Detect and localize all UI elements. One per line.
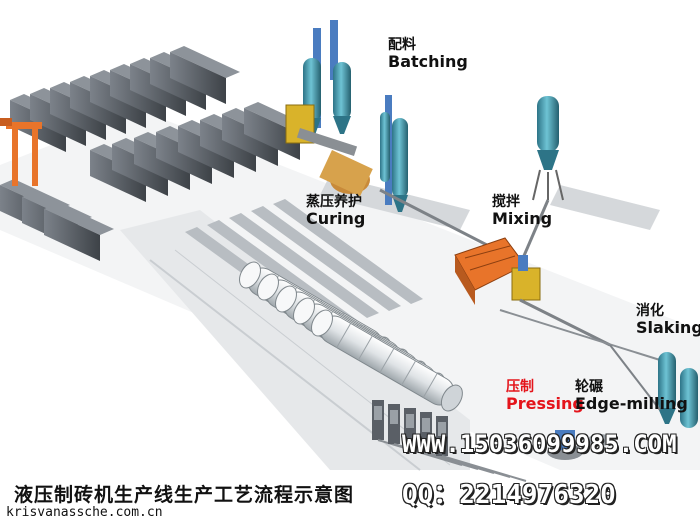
rack-side: [50, 88, 106, 140]
rack-side: [110, 70, 166, 122]
pressing-label: 压制 Pressing: [506, 379, 584, 414]
mixing-silo-tower: [379, 95, 521, 264]
autoclave-tube: [311, 309, 463, 412]
rack-side: [178, 126, 234, 178]
rack-top: [44, 203, 114, 235]
edge-milling-label: 轮碾 Edge-milling: [575, 379, 688, 414]
rack-side: [200, 120, 256, 172]
press-ram: [390, 410, 398, 424]
rack-side: [112, 144, 168, 196]
curing-label-cn: 蒸压养护: [306, 194, 362, 210]
mixing-label: 搅拌 Mixing: [492, 194, 553, 229]
autoclave-door: [311, 309, 333, 337]
kiln-car: [251, 206, 401, 311]
autoclave-ring: [379, 348, 395, 373]
slaking-label: 消化 Slaking: [636, 303, 700, 338]
brick-press-machines: [372, 400, 527, 482]
slaking-label-en: Slaking: [636, 318, 700, 338]
curing-label-en: Curing: [306, 209, 366, 229]
pressing-label-en: Pressing: [506, 394, 584, 414]
rack-side: [90, 150, 146, 202]
rack-side: [170, 52, 226, 104]
mixing-label-cn: 搅拌: [492, 194, 520, 210]
kiln-car: [229, 213, 379, 318]
batching-label-en: Batching: [388, 52, 468, 72]
qq-watermark: QQ：2214976320: [402, 480, 616, 510]
rack-side: [150, 58, 206, 110]
mixer-unit: [454, 237, 661, 361]
kiln-car: [273, 199, 423, 304]
autoclave-ring: [336, 323, 352, 348]
press-ram: [374, 406, 382, 420]
press-ram: [422, 418, 430, 432]
rack-side: [222, 114, 278, 166]
rack-side: [30, 94, 86, 146]
press-ram: [438, 422, 446, 436]
pressing-label-cn: 压制: [506, 379, 534, 395]
rack-side: [44, 209, 100, 261]
slaking-silo: [518, 96, 564, 266]
source-site-text: krisvanassche.com.cn: [6, 505, 163, 520]
batching-tower: [285, 20, 373, 197]
rack-side: [156, 132, 212, 184]
lime-silos: [609, 344, 698, 428]
rack-side: [244, 108, 300, 160]
autoclave-ring: [401, 360, 417, 386]
autoclaves: [239, 261, 463, 412]
autoclave-door: [275, 285, 297, 313]
gantry-crane: [0, 118, 42, 186]
slaking-label-cn: 消化: [636, 303, 664, 319]
curing-label: 蒸压养护 Curing: [306, 194, 366, 229]
batching-label: 配料 Batching: [388, 37, 468, 72]
rack-top: [170, 46, 240, 78]
autoclave-end: [440, 384, 463, 412]
mixing-label-en: Mixing: [492, 209, 553, 229]
batching-label-cn: 配料: [388, 37, 416, 53]
edge-milling-label-en: Edge-milling: [575, 394, 688, 414]
autoclave-ring: [357, 335, 373, 361]
autoclave-door: [239, 261, 261, 289]
website-watermark: WWW.15036099985.COM: [402, 430, 677, 458]
rack-side: [134, 138, 190, 190]
autoclave-door: [293, 297, 315, 325]
edge-mill: [547, 430, 612, 460]
autoclave-door: [257, 273, 279, 301]
edge-milling-label-cn: 轮碾: [575, 379, 603, 395]
press-ram: [406, 414, 414, 428]
rack-side: [130, 64, 186, 116]
autoclave-ring: [422, 373, 438, 398]
diagram-caption: 液压制砖机生产线生产工艺流程示意图: [14, 484, 355, 506]
rack-side: [90, 76, 146, 128]
press-conveyor: [441, 455, 527, 482]
rack-side: [70, 82, 126, 134]
